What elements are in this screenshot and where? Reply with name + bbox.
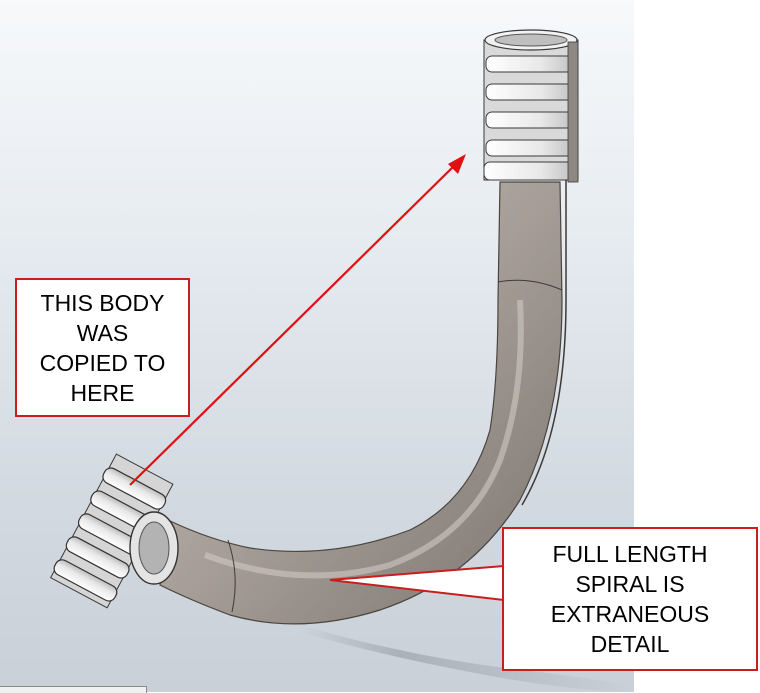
callout-line: FULL LENGTH [552, 541, 708, 567]
arrow-to-copied-body [129, 154, 466, 486]
top-ribs [483, 55, 579, 181]
callout-line: COPIED TO [39, 349, 166, 376]
callout-line: EXTRANEOUS [550, 601, 710, 627]
callout-line: SPIRAL IS [575, 571, 685, 597]
pipe-highlight [203, 299, 524, 579]
top-ribbed-section [483, 29, 579, 183]
callout-line: HERE [70, 379, 135, 406]
ground-shadow [300, 625, 634, 692]
callout-line: THIS BODY [40, 289, 165, 316]
callout-line: DETAIL [590, 631, 670, 657]
callout-copied-body: THIS BODY WAS COPIED TO HERE [15, 278, 190, 417]
segment-line-lower [227, 539, 236, 613]
segment-line-upper [497, 279, 563, 291]
callout-spiral-detail: FULL LENGTH SPIRAL IS EXTRANEOUS DETAIL [502, 527, 758, 671]
bottom-tab-edge[interactable] [0, 686, 147, 693]
pipe-body [159, 181, 563, 625]
callout-line: WAS [76, 319, 129, 346]
bottom-ribs [53, 467, 167, 602]
pipe-seam [521, 180, 567, 506]
